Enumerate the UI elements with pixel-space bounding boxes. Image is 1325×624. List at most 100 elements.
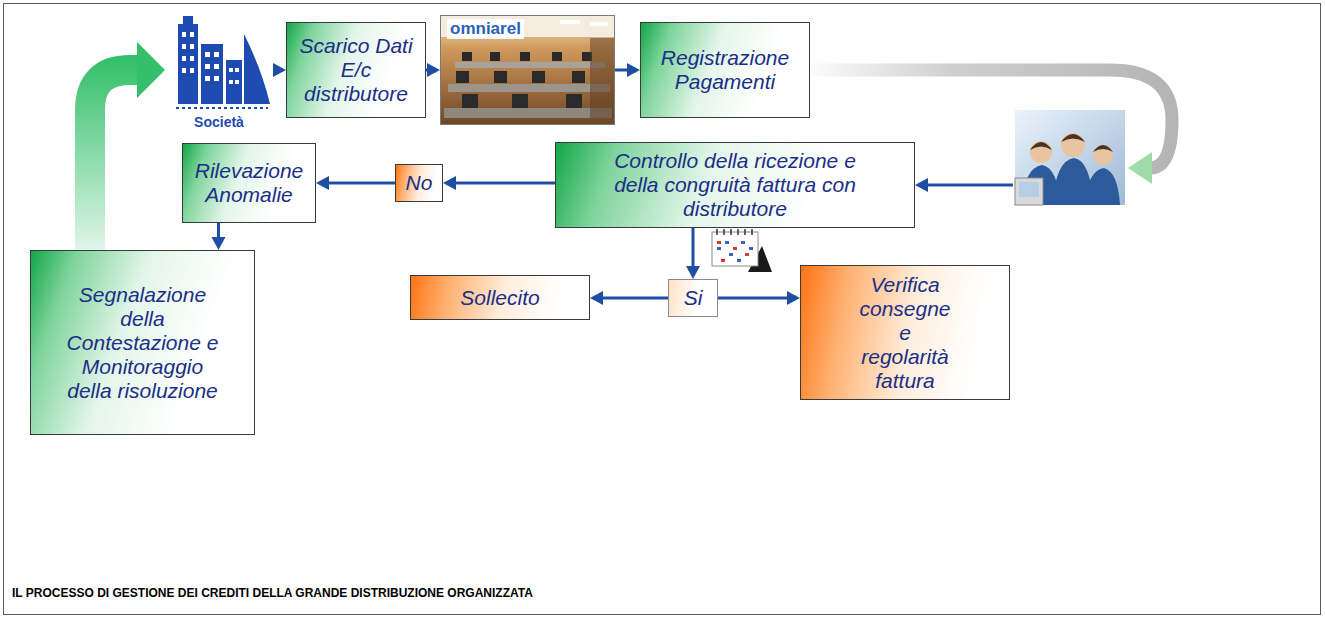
office-photo [520,52,530,61]
operators-photo [1015,178,1043,205]
flow-arrow [686,228,700,279]
calendar-icon [717,241,753,262]
calendar-icon [729,253,733,256]
company-logo [214,52,219,57]
office-photo [566,94,582,108]
process-box: Rilevazione Anomalie [182,143,316,223]
office-photo [490,52,500,61]
arrow-line [603,297,668,300]
company-logo [235,80,239,84]
company-logo [190,44,194,49]
arrow-line [692,228,695,266]
flow-arrow [90,42,165,250]
calendar-icon [733,247,737,250]
company-logo [226,60,242,104]
office-photo [456,52,592,108]
company-logo [229,80,233,84]
office-photo [572,71,585,83]
company-logo [190,56,194,61]
calendar-icon [712,232,758,266]
calendar-icon [741,241,745,244]
node-text: omniarel [447,19,524,39]
company-logo [182,68,186,73]
operators-photo [1061,133,1085,157]
operators-photo [1030,142,1052,150]
flow-arrow [718,291,800,305]
calendar-icon [737,229,739,235]
node-text: Scarico Dati E/c distributore [295,34,417,106]
office-photo [440,15,615,125]
calendar-icon [737,259,741,262]
company-logo [183,16,193,26]
company-logo [182,56,186,61]
arrow-head [686,266,700,279]
flow-arrow [615,63,640,77]
office-photo [462,94,478,108]
node-text: Segnalazione della Contestazione e Monit… [67,283,219,403]
arrow-line [329,182,395,185]
company-logo [182,44,186,49]
company-logo [201,44,223,104]
calendar-icon [751,229,753,235]
operators-photo [1015,110,1125,205]
company-logo [182,32,186,37]
arrow-head [590,291,603,305]
node-text: Registrazione Pagamenti [650,46,800,94]
company-logo-node: Società [165,12,273,132]
flow-arrow [316,176,395,190]
flow-arrow [426,63,440,77]
arrow-head [212,237,226,250]
calendar-icon [730,229,732,235]
office-photo [440,15,615,125]
flow-arrow [590,291,668,305]
office-photo [456,71,469,83]
company-logo [229,68,233,72]
figure-frame [4,4,1321,615]
process-box: Segnalazione della Contestazione e Monit… [30,250,255,435]
calendar-icon [717,241,749,262]
node-text: Si [684,286,703,310]
office-photo [494,71,507,83]
office-photo [590,38,615,118]
action-box: Sollecito [410,275,590,320]
curved-arrow-band [90,70,137,250]
arrow-head [1128,152,1152,184]
arrow-head [787,291,800,305]
arrow-line [928,184,1013,187]
operators-photo [1093,145,1113,165]
arrow-head [915,178,928,192]
calendar-icon [721,259,725,262]
calendar-icon [712,229,772,272]
company-logo [190,68,194,73]
operators-photo [1030,133,1113,165]
office-photo [444,108,612,118]
company-logo [244,34,270,104]
office-photo [455,62,605,68]
arrow-line [426,69,427,72]
photo-node: omniarel [440,15,615,125]
operators-photo [1030,134,1113,152]
figure-caption: IL PROCESSO DI GESTIONE DEI CREDITI DELL… [12,586,533,600]
arrow-head [316,176,329,190]
company-logo [176,16,270,108]
office-photo [532,71,545,83]
operators-photo [1030,141,1052,163]
operators-photo [1015,110,1125,205]
office-photo [462,52,472,61]
node-text: Verifica consegne e regolarità fattura [854,273,956,393]
calendar-icon [745,253,749,256]
process-box: Controllo della ricezione e della congru… [555,142,915,228]
calendar-icon [723,229,725,235]
calendar-icon [717,241,721,244]
calendar-icon [744,229,746,235]
company-logo [178,24,198,104]
company-logo [205,76,210,81]
decision-box: No [395,164,443,202]
office-photo [552,52,562,61]
operators-photo [1019,182,1039,197]
node-text: No [406,171,433,195]
action-box: Verifica consegne e regolarità fattura [800,265,1010,400]
company-logo [205,52,210,57]
company-logo [182,32,239,84]
